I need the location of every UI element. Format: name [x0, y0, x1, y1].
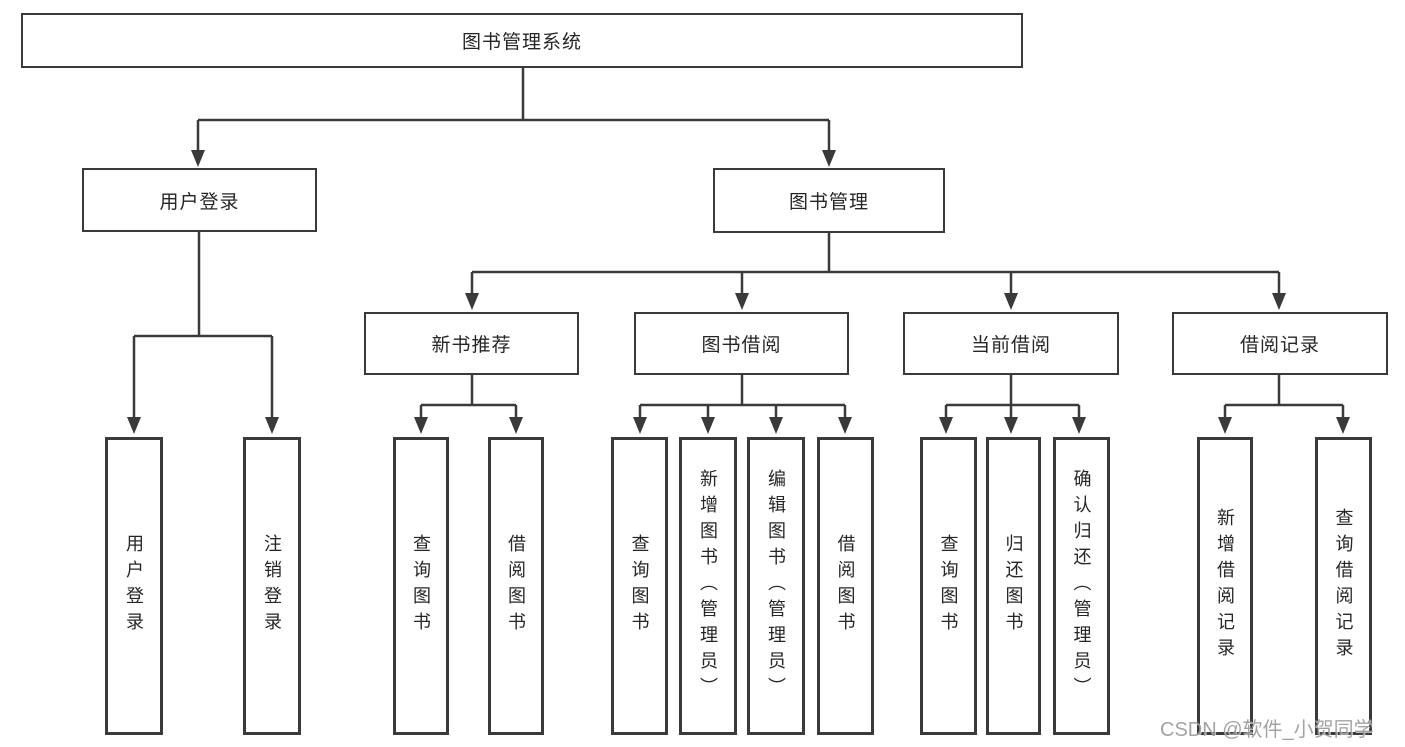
- connectors-user-login-branch: [127, 232, 279, 434]
- node-leaf-logout: 注销登录: [243, 437, 301, 735]
- connectors-book-management-to-level3: [465, 233, 1286, 310]
- node-leaf-query-books-borrow: 查询图书: [611, 437, 668, 735]
- node-root-system: 图书管理系统: [21, 13, 1023, 68]
- connectors-borrow-record-branch: [1218, 375, 1350, 434]
- connectors-book-borrow-branch: [633, 375, 852, 434]
- node-new-book-recommend: 新书推荐: [364, 312, 579, 375]
- node-leaf-user-login: 用户登录: [105, 437, 163, 735]
- node-leaf-query-books-recommend: 查询图书: [393, 437, 449, 735]
- csdn-watermark: CSDN @软件_小贺同学: [1160, 719, 1374, 741]
- node-leaf-add-books-admin: 新增图书（管理员）: [679, 437, 737, 735]
- node-book-borrow: 图书借阅: [634, 312, 849, 375]
- node-leaf-confirm-return-admin: 确认归还（管理员）: [1053, 437, 1110, 735]
- node-leaf-edit-books-admin: 编辑图书（管理员）: [747, 437, 805, 735]
- node-leaf-query-books-current: 查询图书: [920, 437, 977, 735]
- connectors-root-to-level2: [191, 68, 836, 167]
- connectors-current-borrow-branch: [939, 375, 1086, 434]
- node-leaf-return-books: 归还图书: [986, 437, 1041, 735]
- node-leaf-add-borrow-record: 新增借阅记录: [1197, 437, 1253, 735]
- node-book-management-module: 图书管理: [713, 168, 945, 233]
- node-leaf-borrow-books: 借阅图书: [817, 437, 874, 735]
- node-user-login-module: 用户登录: [82, 168, 317, 232]
- node-leaf-query-borrow-record: 查询借阅记录: [1315, 437, 1372, 735]
- node-leaf-borrow-books-recommend: 借阅图书: [488, 437, 544, 735]
- connectors-new-book-branch: [414, 375, 523, 434]
- node-current-borrow: 当前借阅: [903, 312, 1119, 375]
- node-borrow-records: 借阅记录: [1172, 312, 1388, 375]
